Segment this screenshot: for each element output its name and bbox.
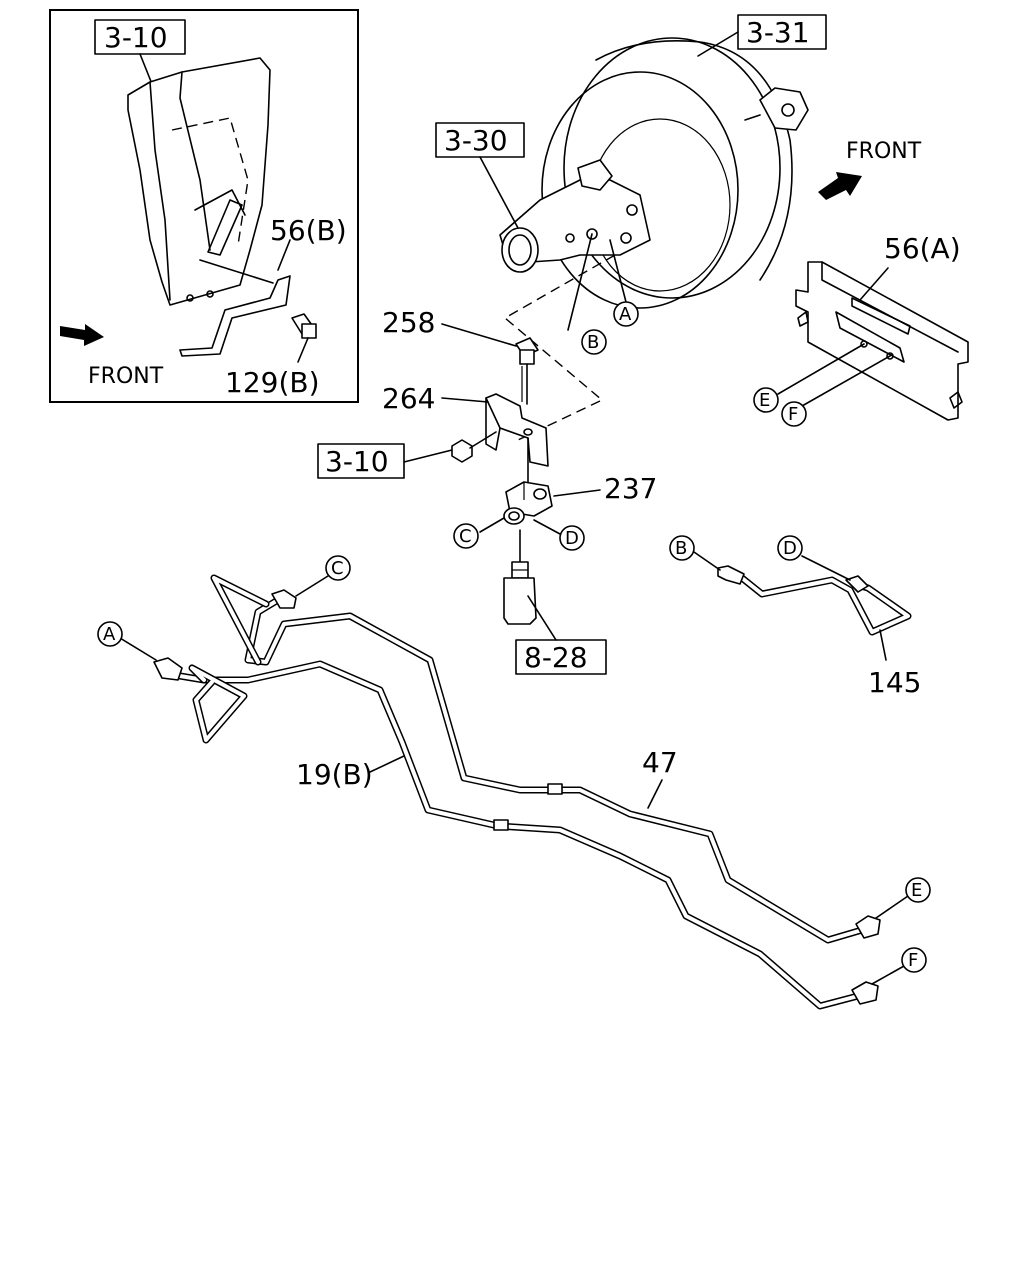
marker-f-bracket-text: F xyxy=(788,404,798,425)
part-237-label: 237 xyxy=(604,472,657,505)
marker-b-pipe145 xyxy=(669,535,695,561)
marker-e-bracket xyxy=(753,387,779,413)
marker-d-valve xyxy=(559,525,585,551)
ref-3-31-label: 3-31 xyxy=(746,16,810,49)
pipe-47-drawing xyxy=(210,574,881,944)
pedal-bracket-drawing xyxy=(127,57,271,306)
bolt-129b-drawing xyxy=(291,313,317,363)
pipe-145-drawing xyxy=(717,565,912,636)
brake-booster-drawing xyxy=(499,37,809,309)
marker-a-top-text: A xyxy=(619,304,632,325)
marker-c-valve xyxy=(453,523,479,549)
marker-e-pipe xyxy=(905,877,931,903)
marker-b-top-text: B xyxy=(587,332,599,353)
marker-f-pipe-text: F xyxy=(908,950,918,971)
inset-ref-label: 3-10 xyxy=(104,21,168,54)
marker-e-pipe-text: E xyxy=(911,880,922,901)
ref-3-10-box[interactable] xyxy=(317,443,405,479)
marker-c-pipe-text: C xyxy=(331,558,344,579)
inset-front-arrow-icon xyxy=(60,324,104,346)
marker-d-pipe145 xyxy=(777,535,803,561)
part-19b-label: 19(B) xyxy=(296,758,373,791)
valve-237-drawing xyxy=(503,481,553,525)
part-264-label: 264 xyxy=(382,382,435,415)
marker-a-pipe-text: A xyxy=(103,624,116,645)
bracket-264-drawing xyxy=(485,393,549,467)
marker-a-top xyxy=(613,301,639,327)
ref-8-28-box[interactable] xyxy=(515,639,607,675)
part-145-label: 145 xyxy=(868,666,921,699)
inset-panel: 3-10 56(B) 129(B) FRONT xyxy=(49,9,359,403)
part-56b-label: 56(B) xyxy=(270,214,347,247)
switch-8-28-drawing xyxy=(503,561,537,625)
bracket-56a-drawing xyxy=(795,261,969,421)
main-front-label: FRONT xyxy=(846,139,922,164)
bolt-258-drawing xyxy=(515,337,539,405)
part-129b-label: 129(B) xyxy=(225,366,320,399)
inset-front-label: FRONT xyxy=(88,364,164,389)
part-56a-label: 56(A) xyxy=(884,232,961,265)
part-258-label: 258 xyxy=(382,306,435,339)
marker-d-valve-text: D xyxy=(565,528,579,549)
part-47-label: 47 xyxy=(642,746,678,779)
ref-8-28-label: 8-28 xyxy=(524,641,588,674)
main-front-arrow-icon xyxy=(818,172,862,200)
ref-3-30-label: 3-30 xyxy=(444,124,508,157)
marker-e-bracket-text: E xyxy=(759,390,770,411)
pipe-19b-drawing xyxy=(153,657,879,1010)
marker-f-pipe xyxy=(901,947,927,973)
marker-b-top xyxy=(581,329,607,355)
marker-b-pipe145-text: B xyxy=(675,538,687,559)
marker-f-bracket xyxy=(781,401,807,427)
bracket-56b-drawing xyxy=(179,239,291,357)
nut-drawing xyxy=(451,439,473,463)
marker-d-pipe145-text: D xyxy=(783,538,797,559)
marker-c-pipe xyxy=(325,555,351,581)
marker-a-pipe xyxy=(97,621,123,647)
ref-3-10-label: 3-10 xyxy=(325,445,389,478)
marker-c-valve-text: C xyxy=(459,526,472,547)
